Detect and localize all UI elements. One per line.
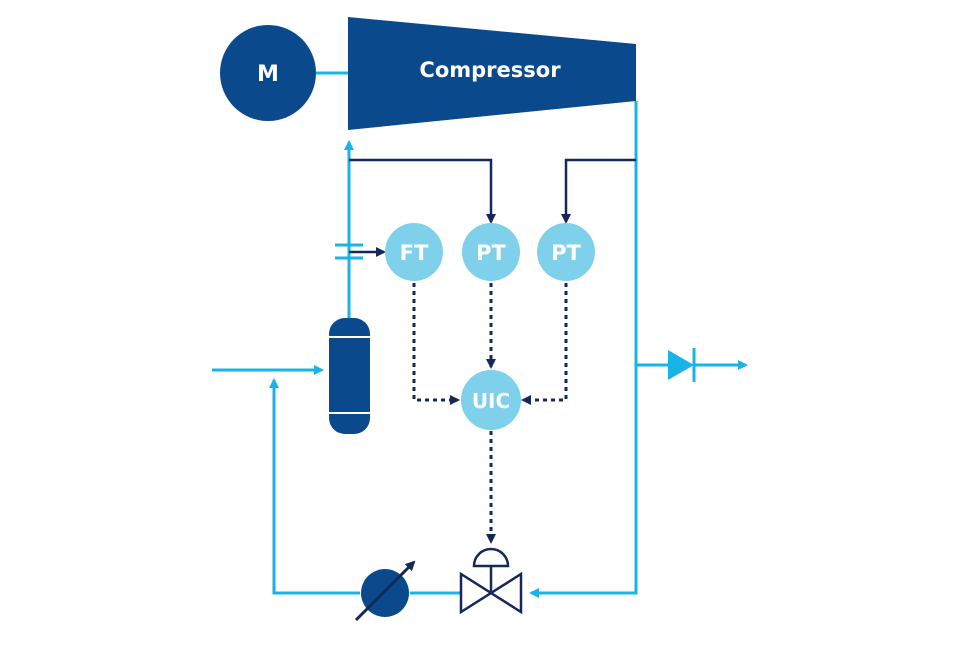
discharge-pressure-transmitter: PT [537, 223, 595, 281]
recycle-line-cooler-to-inlet [269, 378, 360, 595]
ft-label: FT [400, 241, 429, 265]
anti-surge-controller: UIC [461, 370, 521, 430]
separator-vessel-icon [329, 318, 370, 434]
flow-transmitter: FT [385, 223, 443, 281]
motor-icon [220, 25, 316, 121]
check-valve-icon [668, 348, 696, 382]
discharge-line [529, 101, 638, 598]
compressor-icon [348, 17, 636, 130]
motor: M [220, 25, 316, 121]
compressor-label: Compressor [419, 58, 561, 82]
suction-pressure-transmitter: PT [462, 223, 520, 281]
ft-to-uic-signal [412, 283, 460, 405]
cooler-icon [354, 560, 416, 622]
uic-bubble [461, 370, 521, 430]
pt-suction-label: PT [476, 241, 506, 265]
pt-discharge-label: PT [551, 241, 581, 265]
anti-surge-control-valve-icon [459, 547, 523, 615]
discharge-pressure-impulse-line [561, 158, 636, 224]
pt-suction-bubble [462, 223, 520, 281]
motor-label: M [257, 62, 279, 87]
ft-bubble [385, 223, 443, 281]
flow-orifice-icon [335, 243, 363, 260]
uic-label: UIC [472, 389, 510, 413]
suction-pressure-impulse-line [349, 158, 496, 224]
pt-discharge-bubble [537, 223, 595, 281]
compressor: Compressor [348, 17, 636, 130]
pt-discharge-to-uic-signal [521, 283, 568, 405]
